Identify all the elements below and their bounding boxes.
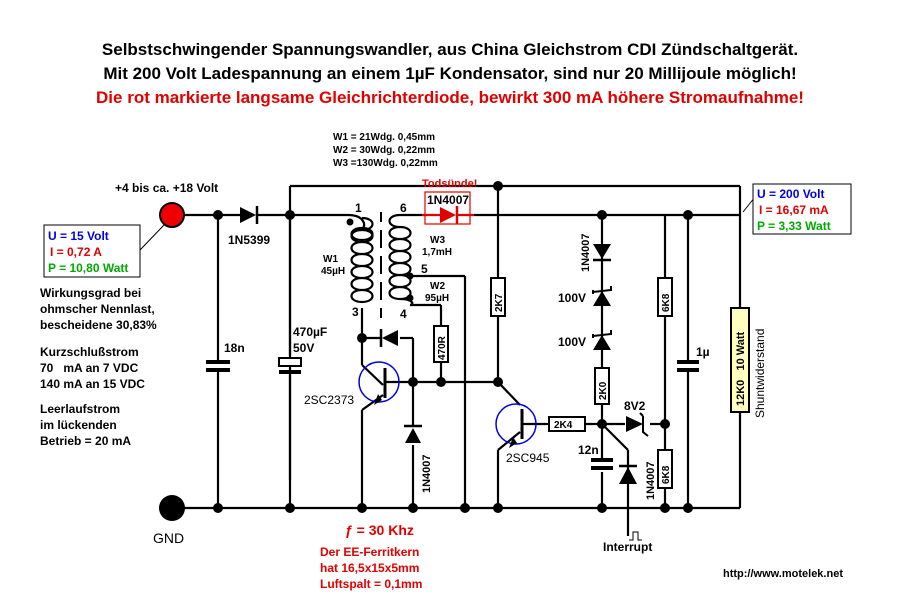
zener-100v-1: 100V xyxy=(558,286,612,306)
svg-text:2K4: 2K4 xyxy=(554,420,573,431)
svg-text:1N4007: 1N4007 xyxy=(580,233,592,272)
capacitor-1u: 1µ xyxy=(677,345,710,372)
svg-text:18n: 18n xyxy=(224,341,245,355)
diode-chain-1n4007: 1N4007 xyxy=(580,233,611,272)
output-measurement-box: U = 200 Volt I = 16,67 mA P = 3,33 Watt xyxy=(752,183,852,235)
w2-inductance: 95µH xyxy=(425,293,449,304)
svg-text:6K8: 6K8 xyxy=(661,293,672,312)
resistor-2k7: 2K7 xyxy=(490,277,506,317)
w1-name: W1 xyxy=(323,254,338,265)
output-voltage: U = 200 Volt xyxy=(757,187,824,201)
positive-terminal[interactable] xyxy=(159,202,185,228)
w2-name: W2 xyxy=(430,281,445,292)
frequency-label: ƒ = 30 Khz xyxy=(345,522,414,538)
svg-text:1N4007: 1N4007 xyxy=(421,454,433,493)
svg-text:6K8: 6K8 xyxy=(661,465,672,484)
svg-text:2SC2373: 2SC2373 xyxy=(304,393,354,407)
svg-text:100V: 100V xyxy=(558,335,586,349)
ground-terminal[interactable] xyxy=(159,495,185,521)
resistor-2k0: 2K0 xyxy=(594,367,610,405)
idle-note-2: im lückenden xyxy=(40,418,117,432)
svg-text:1N4007: 1N4007 xyxy=(645,461,657,500)
input-current: I = 0,72 A xyxy=(50,245,102,259)
title-line-2: Mit 200 Volt Ladespannung an einem 1µF K… xyxy=(103,64,796,83)
pin-4: 4 xyxy=(400,307,407,321)
input-measurement-box: U = 15 Volt I = 0,72 A P = 10,80 Watt xyxy=(43,224,141,278)
w1-inductance: 45µH xyxy=(321,266,345,277)
shunt-label: Shuntwiderstand xyxy=(753,329,767,418)
input-power: P = 10,80 Watt xyxy=(48,261,128,275)
junctions xyxy=(213,181,693,513)
efficiency-note-3: bescheidene 30,83% xyxy=(40,318,157,332)
efficiency-note-1: Wirkungsgrad bei xyxy=(40,286,141,300)
title-line-1: Selbstschwingender Spannungswandler, aus… xyxy=(102,40,798,59)
input-voltage: U = 15 Volt xyxy=(48,229,109,243)
short-circuit-note-1: Kurzschlußstrom xyxy=(40,345,139,359)
resistor-6k8-top: 6K8 xyxy=(657,277,673,317)
core-note-1: Der EE-Ferritkern xyxy=(320,545,419,559)
short-circuit-note-3: 140 mA an 15 VDC xyxy=(40,377,145,391)
output-power: P = 3,33 Watt xyxy=(757,219,831,233)
load-resistor: 12K0 10 Watt xyxy=(730,307,750,413)
pin-6: 6 xyxy=(400,201,407,215)
capacitor-470uf: 470µF 50V xyxy=(278,325,327,374)
idle-note-1: Leerlaufstrom xyxy=(40,402,120,416)
svg-text:50V: 50V xyxy=(293,341,314,355)
transistor-2sc945: 2SC945 xyxy=(495,403,550,465)
interrupt-label: Interrupt xyxy=(603,540,652,554)
wires xyxy=(139,184,756,541)
svg-text:1µ: 1µ xyxy=(696,345,710,359)
svg-text:470µF: 470µF xyxy=(293,325,327,339)
diode-interrupt: 1N4007 xyxy=(619,461,657,500)
zener-8v2: 8V2 xyxy=(624,399,649,437)
output-current: I = 16,67 mA xyxy=(759,203,829,217)
transistor-2sc2373: 2SC2373 xyxy=(304,361,400,407)
diode-feedback xyxy=(379,329,398,347)
svg-text:2K7: 2K7 xyxy=(494,293,505,312)
capacitor-18n: 18n xyxy=(206,341,245,372)
winding-spec-w1: W1 = 21Wdg. 0,45mm xyxy=(333,132,435,143)
idle-note-3: Betrieb = 20 mA xyxy=(40,434,131,448)
short-circuit-note-2: 70 mA an 7 VDC xyxy=(40,361,139,375)
svg-text:2K0: 2K0 xyxy=(598,381,609,400)
diode-1n5399: 1N5399 xyxy=(228,206,270,247)
svg-text:470R: 470R xyxy=(437,335,448,360)
core-note-3: Luftspalt = 0,1mm xyxy=(320,577,422,591)
diode-1n4007-base: 1N4007 xyxy=(404,424,433,493)
pin-1: 1 xyxy=(355,201,362,215)
resistor-2k4: 2K4 xyxy=(548,416,586,432)
w3-inductance: 1,7mH xyxy=(422,247,452,258)
capacitor-12n: 12n xyxy=(578,443,613,470)
svg-text:12K0 10 Watt: 12K0 10 Watt xyxy=(735,331,747,406)
website-url[interactable]: http://www.motelek.net xyxy=(723,568,843,580)
transformer: 1 6 5 3 4 W1 45µH W3 1,7mH W2 95µH xyxy=(321,201,452,321)
gnd-label: GND xyxy=(153,530,184,546)
pin-5: 5 xyxy=(421,262,428,276)
resistor-470r: 470R xyxy=(433,325,449,363)
notes-left: Wirkungsgrad bei ohmscher Nennlast, besc… xyxy=(40,286,157,448)
winding-spec-w2: W2 = 30Wdg. 0,22mm xyxy=(333,145,435,156)
resistor-6k8-bottom: 6K8 xyxy=(657,449,673,489)
svg-text:8V2: 8V2 xyxy=(624,399,646,413)
w3-name: W3 xyxy=(430,235,445,246)
svg-text:100V: 100V xyxy=(558,291,586,305)
supply-label: +4 bis ca. +18 Volt xyxy=(115,181,218,195)
winding-spec-w3: W3 =130Wdg. 0,22mm xyxy=(333,158,438,169)
svg-text:2SC945: 2SC945 xyxy=(506,451,550,465)
todsuende-label: Todsünde! xyxy=(422,178,477,190)
title-line-3: Die rot markierte langsame Gleichrichter… xyxy=(96,88,804,107)
svg-text:1N4007: 1N4007 xyxy=(427,193,469,207)
efficiency-note-2: ohmscher Nennlast, xyxy=(40,302,155,316)
zener-100v-2: 100V xyxy=(558,330,612,350)
diode-todsuende[interactable]: Todsünde! 1N4007 xyxy=(422,178,477,225)
svg-text:12n: 12n xyxy=(578,443,599,457)
core-note-2: hat 16,5x15x5mm xyxy=(320,561,419,575)
svg-text:1N5399: 1N5399 xyxy=(228,233,270,247)
pin-3: 3 xyxy=(352,305,359,319)
